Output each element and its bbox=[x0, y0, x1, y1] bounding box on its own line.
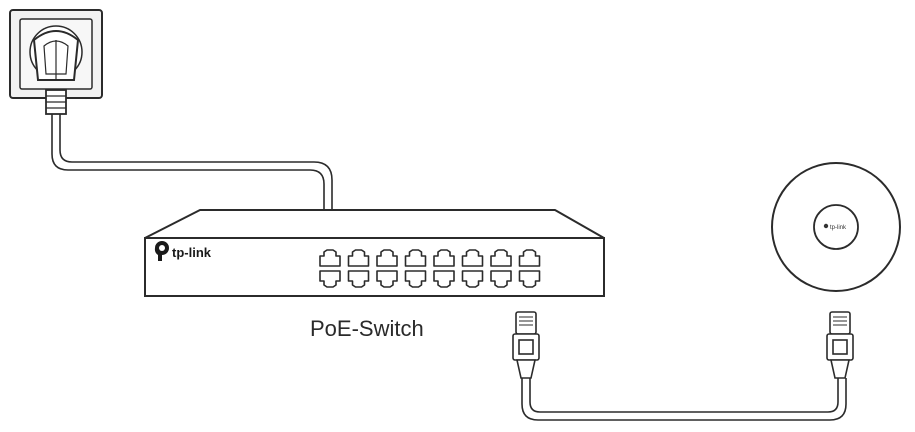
ethernet-port-icon bbox=[347, 249, 370, 267]
ethernet-port-icon bbox=[518, 270, 541, 288]
ethernet-cable bbox=[521, 378, 847, 421]
ethernet-port-icon bbox=[319, 270, 341, 288]
network-switch-icon bbox=[144, 209, 605, 297]
ceiling-access-point-icon: tp-link bbox=[771, 162, 901, 292]
ethernet-port-icon bbox=[319, 249, 341, 267]
ethernet-port-icon bbox=[433, 270, 455, 288]
ethernet-port-icon bbox=[347, 270, 370, 288]
power-cable bbox=[51, 114, 333, 210]
ethernet-port-icon bbox=[433, 249, 455, 267]
ethernet-port-icon bbox=[376, 270, 398, 288]
switch-brand-logo: tp-link bbox=[154, 241, 212, 261]
ethernet-port-icon bbox=[518, 249, 541, 267]
ap-brand-text: tp-link bbox=[830, 225, 847, 231]
rj45-connector-icon bbox=[826, 311, 854, 379]
power-plug-icon bbox=[32, 30, 80, 115]
ethernet-port-icon bbox=[490, 270, 512, 288]
ethernet-port-icon bbox=[461, 270, 484, 288]
switch-label: PoE-Switch bbox=[310, 316, 424, 341]
rj45-connector-icon bbox=[512, 311, 540, 379]
ethernet-port-icon bbox=[404, 249, 427, 267]
ethernet-port-icon bbox=[490, 249, 512, 267]
ethernet-port-icon bbox=[404, 270, 427, 288]
ethernet-port-icon bbox=[376, 249, 398, 267]
switch-ports bbox=[319, 249, 541, 288]
ethernet-port-icon bbox=[461, 249, 484, 267]
switch-brand-text: tp-link bbox=[172, 245, 212, 260]
